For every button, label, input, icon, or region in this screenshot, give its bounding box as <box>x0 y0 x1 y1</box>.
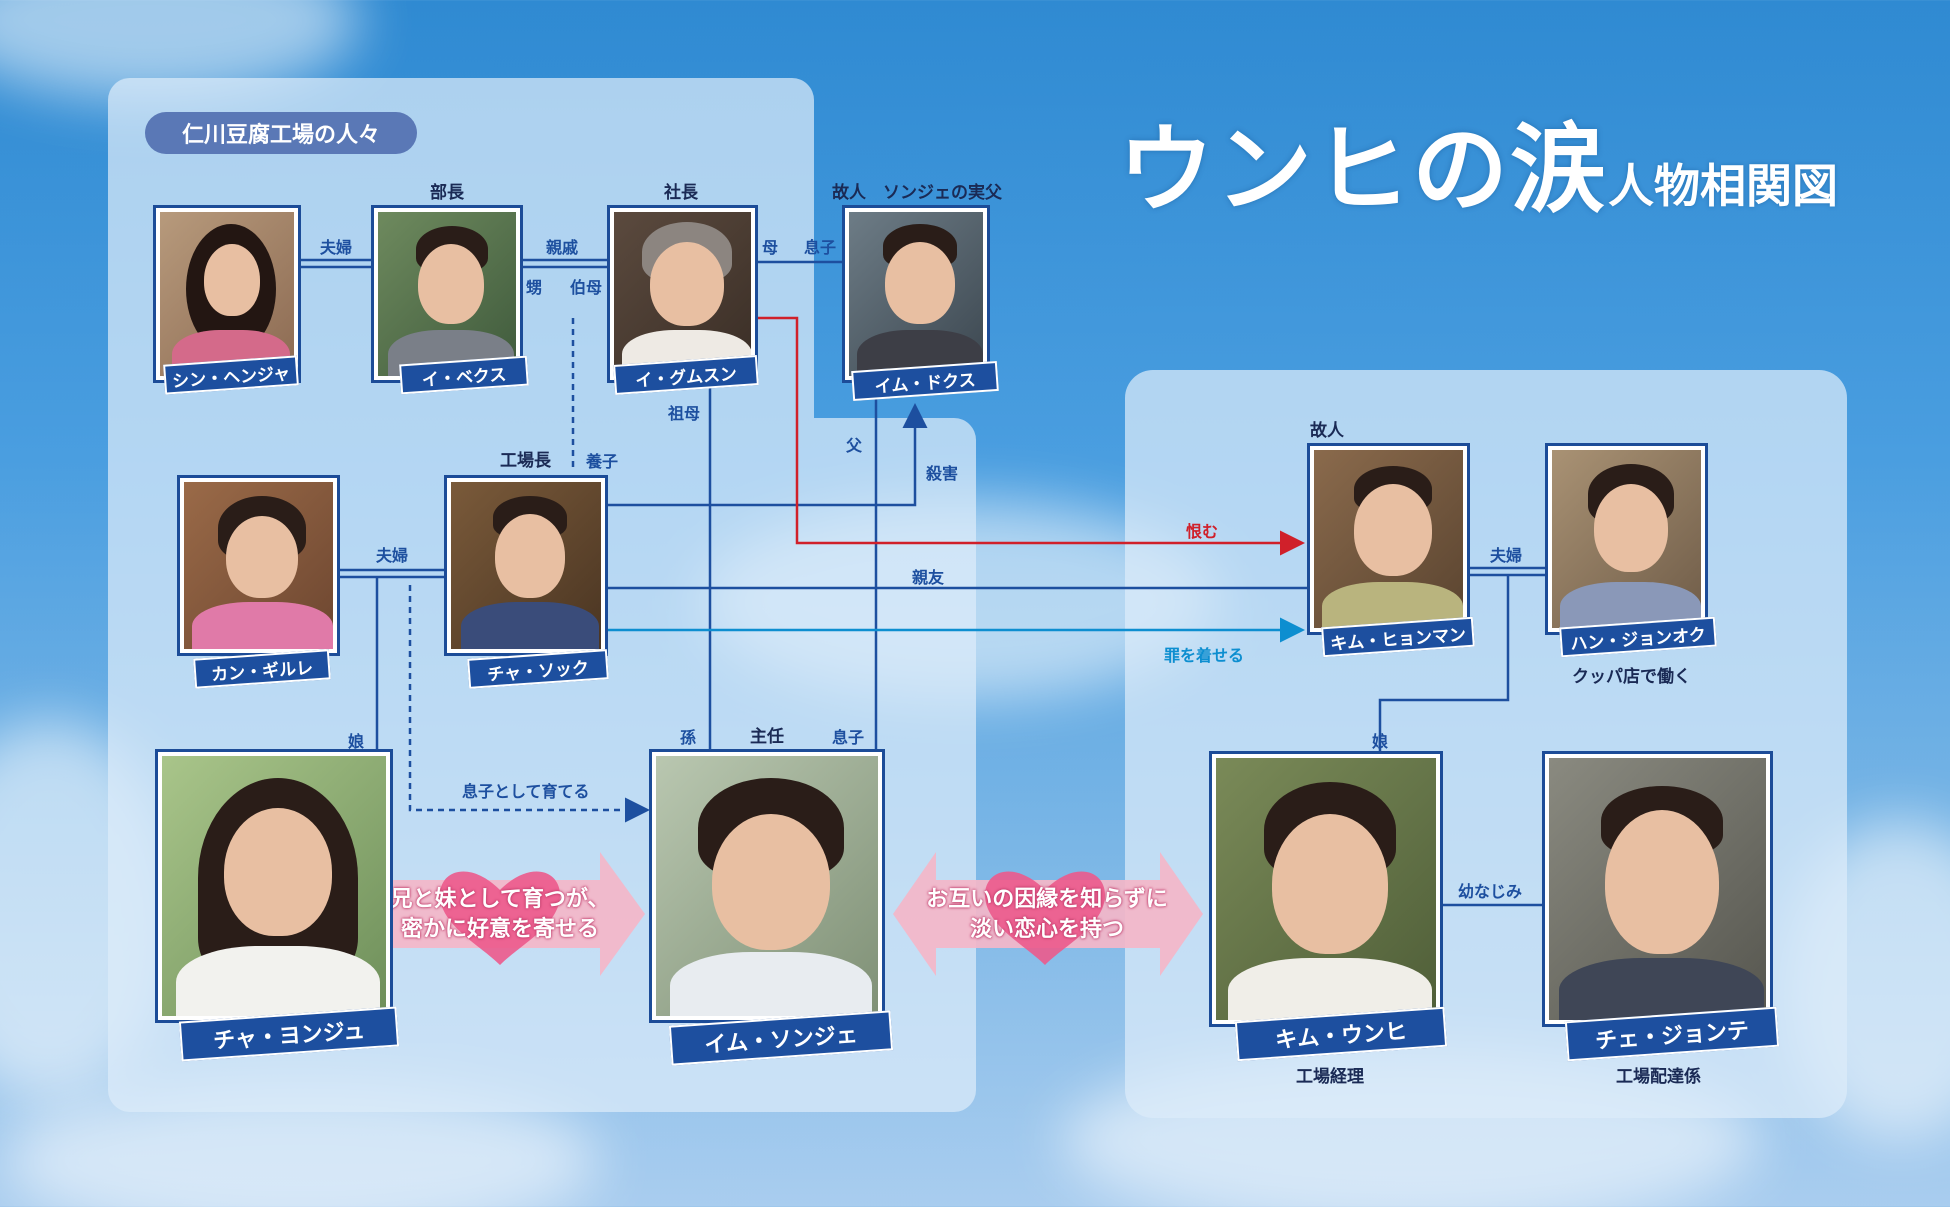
rel-son-sonje: 息子 <box>832 728 865 747</box>
photo-kim-eunhi <box>1212 754 1440 1024</box>
rel-couple-shin-lee: 夫婦 <box>320 238 353 257</box>
caption-choi-jeonte: 工場配達係 <box>1616 1067 1701 1087</box>
role-cha-seok: 工場長 <box>500 451 551 471</box>
rel-murder: 殺害 <box>926 464 959 483</box>
photo-cha-seok <box>447 478 605 653</box>
photo-kang-gille <box>180 478 337 653</box>
rel-raise-as-son: 息子として育てる <box>462 782 590 801</box>
photo-han-jeonok <box>1548 446 1705 632</box>
caption-kim-eunhi: 工場経理 <box>1296 1067 1364 1087</box>
rel-son-doksu: 息子 <box>804 238 837 257</box>
rel-adopted: 養子 <box>586 452 619 471</box>
group-label: 仁川豆腐工場の人々 <box>145 112 417 154</box>
rel-daughter-yeonju: 娘 <box>348 732 365 751</box>
photo-shin-hyeja <box>156 208 298 380</box>
photo-lee-baeksu <box>374 208 520 380</box>
role-im-doksu: 故人 ソンジェの実父 <box>832 183 1002 203</box>
role-im-sonje: 主任 <box>750 727 784 747</box>
role-kim-hyeonman: 故人 <box>1310 421 1344 441</box>
rel-aunt: 伯母 <box>570 278 603 297</box>
rel-daughter-eunhi: 娘 <box>1372 732 1389 751</box>
rel-couple-kang-cha: 夫婦 <box>376 546 409 565</box>
page-title: ウンヒの涙 <box>1118 113 1608 226</box>
photo-kim-hyeonman <box>1310 446 1467 632</box>
rel-grandmother: 祖母 <box>668 404 701 423</box>
rel-nephew: 甥 <box>526 278 543 297</box>
rel-childhood-friend: 幼なじみ <box>1458 882 1523 901</box>
rel-frame: 罪を着せる <box>1164 646 1245 665</box>
rel-couple-kim-han: 夫婦 <box>1490 546 1523 565</box>
photo-lee-geumsun <box>610 208 755 380</box>
love-text-right: お互いの因縁を知らずに淡い恋心を持つ <box>926 886 1168 942</box>
rel-father: 父 <box>846 436 863 455</box>
role-lee-geumsun: 社長 <box>664 183 698 203</box>
caption-han-jeonok: クッパ店で働く <box>1572 667 1691 687</box>
role-lee-baeksu: 部長 <box>430 183 464 203</box>
photo-im-doksu <box>845 208 987 380</box>
rel-mother: 母 <box>762 238 779 257</box>
love-text-left: 兄と妹として育つが、密かに好意を寄せる <box>390 886 610 942</box>
rel-grudge: 恨む <box>1186 522 1219 541</box>
rel-relative: 親戚 <box>546 238 579 257</box>
page-subtitle: 人物相関図 <box>1608 159 1838 213</box>
rel-best-friend: 親友 <box>912 568 945 587</box>
rel-grandson: 孫 <box>680 728 697 747</box>
photo-choi-jeonte <box>1545 754 1770 1024</box>
photo-cha-yeonju <box>158 752 390 1020</box>
photo-im-sonje <box>652 752 882 1020</box>
